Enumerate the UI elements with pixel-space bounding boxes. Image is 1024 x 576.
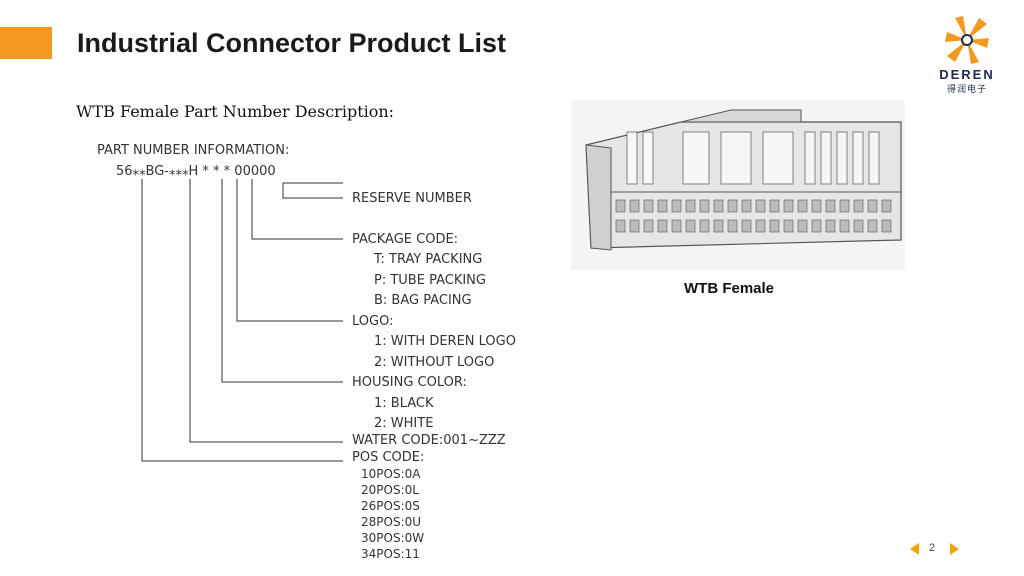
- part-number-diagram: PART NUMBER INFORMATION: 56⁎⁎BG-⁎⁎⁎H * *…: [90, 136, 560, 566]
- pos-code-option: 34POS:11: [361, 547, 420, 561]
- package-code-option: B: BAG PACING: [374, 293, 472, 308]
- triangle-left-icon[interactable]: [910, 543, 919, 555]
- part-number-code: 56⁎⁎BG-⁎⁎⁎H * * * 00000: [116, 164, 276, 179]
- pos-code-option: 26POS:0S: [361, 499, 420, 513]
- product-photo: [571, 100, 905, 270]
- package-code-option: T: TRAY PACKING: [374, 252, 483, 267]
- page-title: Industrial Connector Product List: [77, 28, 507, 58]
- slide-pager: 2: [910, 540, 962, 558]
- reserve-number-label: RESERVE NUMBER: [352, 191, 472, 206]
- brand-name: DEREN: [939, 67, 995, 82]
- brand-chinese-name: 得润电子: [946, 84, 987, 94]
- pos-code-label: POS CODE:: [352, 450, 425, 465]
- triangle-right-icon[interactable]: [950, 543, 959, 555]
- pos-code-option: 28POS:0U: [361, 515, 422, 529]
- housing-color-label: HOUSING COLOR:: [352, 375, 467, 390]
- pos-code-option: 10POS:0A: [361, 467, 421, 481]
- package-code-label: PACKAGE CODE:: [352, 232, 459, 247]
- brand-logo: DEREN 得润电子: [922, 12, 1012, 94]
- photo-caption: WTB Female: [684, 280, 775, 297]
- pos-code-option: 20POS:0L: [361, 483, 419, 497]
- deren-logo-icon: [945, 16, 989, 64]
- package-code-option: P: TUBE PACKING: [374, 273, 486, 288]
- title-accent-bar: [0, 27, 52, 59]
- page-number: 2: [929, 542, 936, 554]
- section-subtitle: WTB Female Part Number Description:: [76, 102, 395, 121]
- logo-code-option: 2: WITHOUT LOGO: [374, 355, 495, 370]
- leader-lines: [141, 179, 343, 462]
- connector-housing-icon: [585, 109, 902, 251]
- housing-color-option: 1: BLACK: [374, 396, 434, 411]
- logo-code-label: LOGO:: [352, 314, 394, 329]
- housing-color-option: 2: WHITE: [374, 416, 434, 431]
- water-code-label: WATER CODE:001~ZZZ: [352, 433, 506, 448]
- part-number-heading: PART NUMBER INFORMATION:: [97, 143, 290, 158]
- pos-code-option: 30POS:0W: [361, 531, 425, 545]
- logo-code-option: 1: WITH DEREN LOGO: [374, 334, 516, 349]
